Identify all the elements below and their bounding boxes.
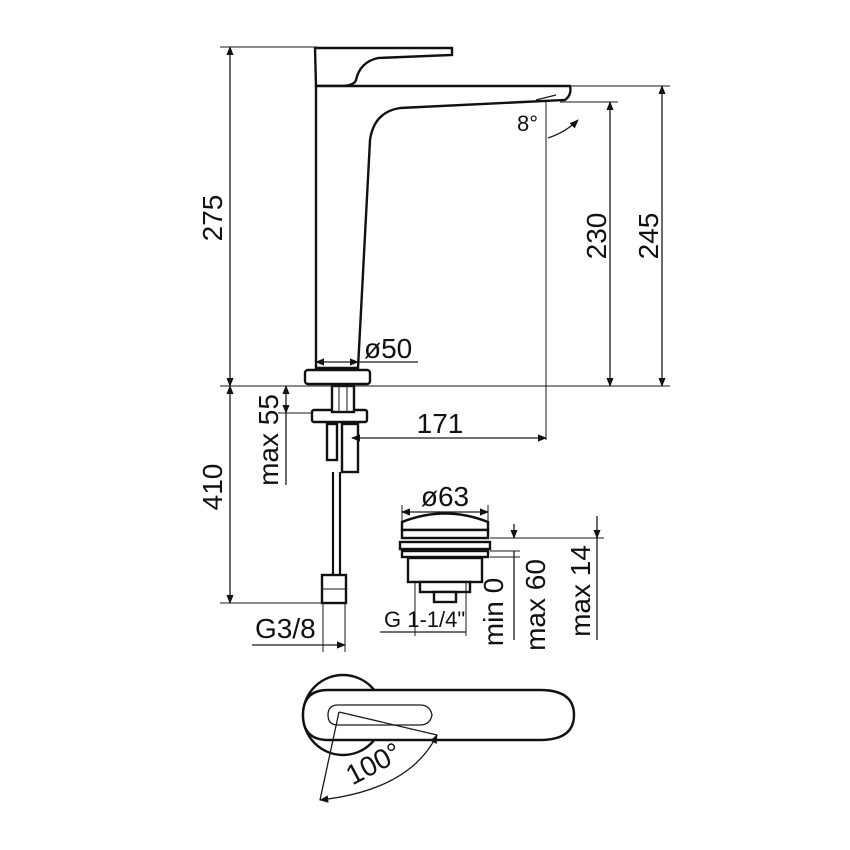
dimension-reach: 171 [351,408,547,442]
outlet-height-label: 245 [633,213,664,260]
dimension-base-diameter: ø50 [315,333,418,366]
waste-thread-label: G 1-1/4" [384,607,465,632]
fixing-nut [340,422,360,474]
handle-outline [301,688,576,742]
threaded-shank [330,384,356,414]
waste-fitting [398,512,492,604]
base-flange [303,368,372,386]
max-plug-label: max 14 [565,545,596,637]
waste-tail [432,590,458,604]
dimension-waste-min-max: min 0 max 60 max 14 [478,516,604,651]
stud [325,422,339,462]
waste-diameter-label: ø63 [421,481,469,512]
waste-cap [400,512,490,532]
dimension-connection: G3/8 [252,603,346,652]
dimension-outlet-height: 245 [565,85,670,387]
waste-body [406,556,484,584]
spout-angle-label: 8° [517,111,538,136]
dimension-total-height: 275 [197,46,318,387]
min-thickness-label: min 0 [478,578,509,646]
lever-top-view [301,673,576,757]
faucet-body [313,46,572,370]
dimension-waste-diameter: ø63 [401,481,489,522]
max-thickness-label: max 60 [520,559,551,651]
handle-inner [327,704,433,726]
lever-handle [313,46,454,88]
dimension-waste-thread: G 1-1/4" [380,582,467,636]
dimension-spout-height: 230 [560,101,618,387]
connection-label: G3/8 [255,613,316,644]
spout-height-label: 230 [581,213,612,260]
dimension-spout-angle: 8° [517,102,579,440]
dimension-max-deck: max 55 [253,385,312,486]
dimension-hose-length: 410 [197,385,322,604]
max-deck-label: max 55 [253,394,284,486]
base-diameter-label: ø50 [364,333,412,364]
hose-length-label: 410 [197,464,228,511]
spout-outlet [535,94,557,101]
mounting-assembly [303,368,372,605]
total-height-label: 275 [197,195,228,242]
reach-label: 171 [417,408,464,439]
faucet-column [314,84,572,370]
